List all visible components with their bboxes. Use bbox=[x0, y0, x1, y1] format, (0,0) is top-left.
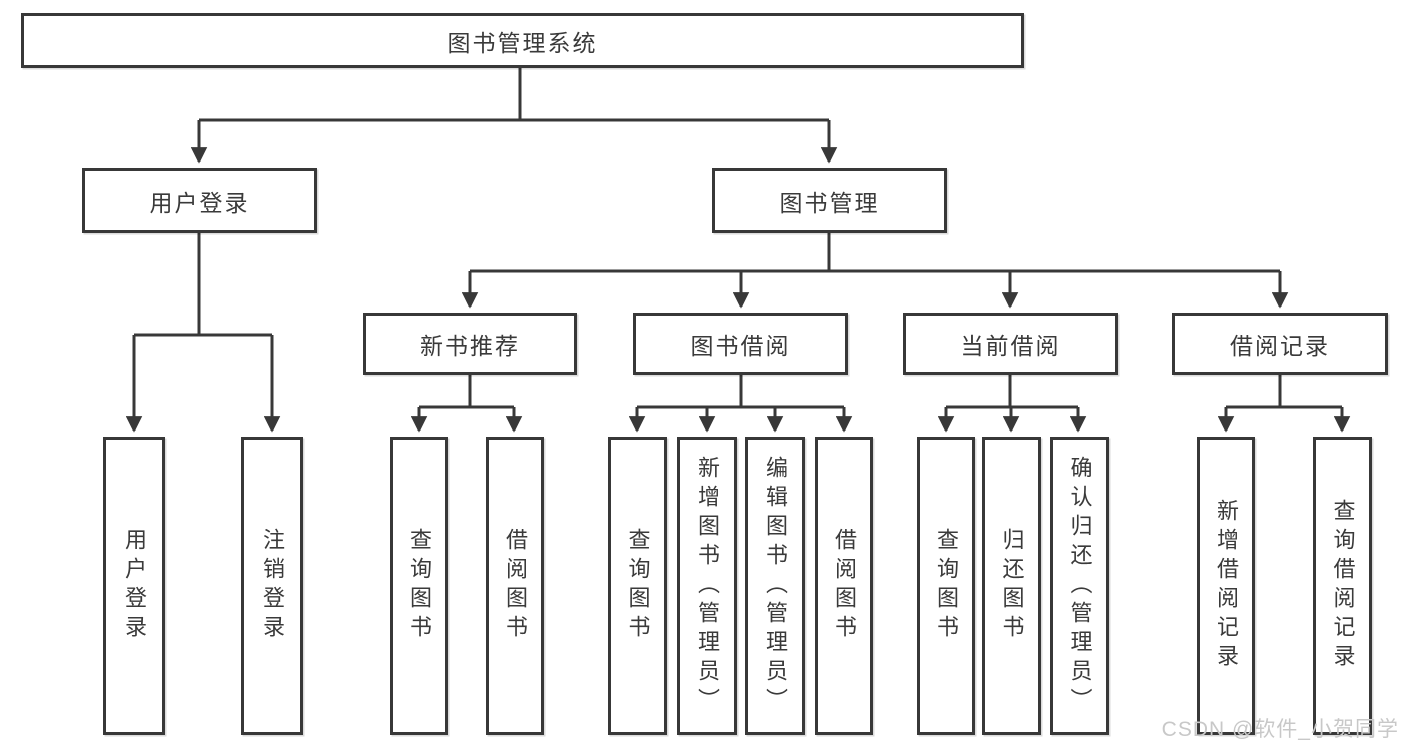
leaf-label: 注销登录 bbox=[260, 528, 285, 644]
leaf-label: 新增图书（管理员） bbox=[695, 455, 720, 717]
node-label: 用户登录 bbox=[149, 189, 250, 216]
leaf-borrow-books: 借阅图书 bbox=[815, 437, 873, 735]
node-current-borrow: 当前借阅 bbox=[903, 313, 1118, 375]
node-library-management-system: 图书管理系统 bbox=[21, 13, 1024, 68]
leaf-user-login: 用户登录 bbox=[103, 437, 165, 735]
leaf-label: 确认归还（管理员） bbox=[1067, 455, 1093, 717]
leaf-label: 查询图书 bbox=[407, 528, 432, 644]
leaf-label: 查询图书 bbox=[625, 528, 651, 644]
leaf-borrow-books-recommend: 借阅图书 bbox=[486, 437, 544, 735]
node-new-book-recommend: 新书推荐 bbox=[363, 313, 577, 375]
connector-arrows bbox=[125, 120, 1351, 433]
leaf-label: 借阅图书 bbox=[503, 528, 528, 644]
leaf-edit-book-admin: 编辑图书（管理员） bbox=[745, 437, 805, 735]
leaf-query-borrow-record: 查询借阅记录 bbox=[1313, 437, 1372, 735]
node-label: 当前借阅 bbox=[960, 333, 1061, 359]
leaf-return-book: 归还图书 bbox=[982, 437, 1041, 735]
leaf-label: 归还图书 bbox=[999, 528, 1025, 644]
csdn-watermark: CSDN @软件_小贺同学 bbox=[1161, 718, 1399, 741]
node-label: 图书借阅 bbox=[690, 333, 791, 359]
leaf-logout: 注销登录 bbox=[241, 437, 303, 735]
leaf-add-borrow-record: 新增借阅记录 bbox=[1197, 437, 1255, 735]
node-book-borrow: 图书借阅 bbox=[633, 313, 848, 375]
node-label: 图书管理 bbox=[779, 189, 880, 216]
node-borrow-records: 借阅记录 bbox=[1172, 313, 1388, 375]
node-book-management: 图书管理 bbox=[712, 168, 947, 233]
node-label: 新书推荐 bbox=[420, 333, 520, 359]
leaf-label: 用户登录 bbox=[122, 528, 147, 644]
leaf-label: 借阅图书 bbox=[832, 528, 857, 644]
leaf-label: 查询图书 bbox=[934, 528, 959, 644]
leaf-add-book-admin: 新增图书（管理员） bbox=[677, 437, 737, 735]
node-label: 借阅记录 bbox=[1230, 333, 1330, 359]
leaf-label: 新增借阅记录 bbox=[1214, 499, 1239, 673]
node-user-login: 用户登录 bbox=[82, 168, 317, 233]
leaf-label: 编辑图书（管理员） bbox=[763, 455, 788, 717]
leaf-query-books-recommend: 查询图书 bbox=[390, 437, 448, 735]
leaf-label: 查询借阅记录 bbox=[1330, 499, 1356, 673]
node-label: 图书管理系统 bbox=[447, 29, 598, 56]
leaf-confirm-return-admin: 确认归还（管理员） bbox=[1050, 437, 1109, 735]
leaf-query-books-current: 查询图书 bbox=[917, 437, 975, 735]
leaf-query-books-borrow: 查询图书 bbox=[608, 437, 667, 735]
